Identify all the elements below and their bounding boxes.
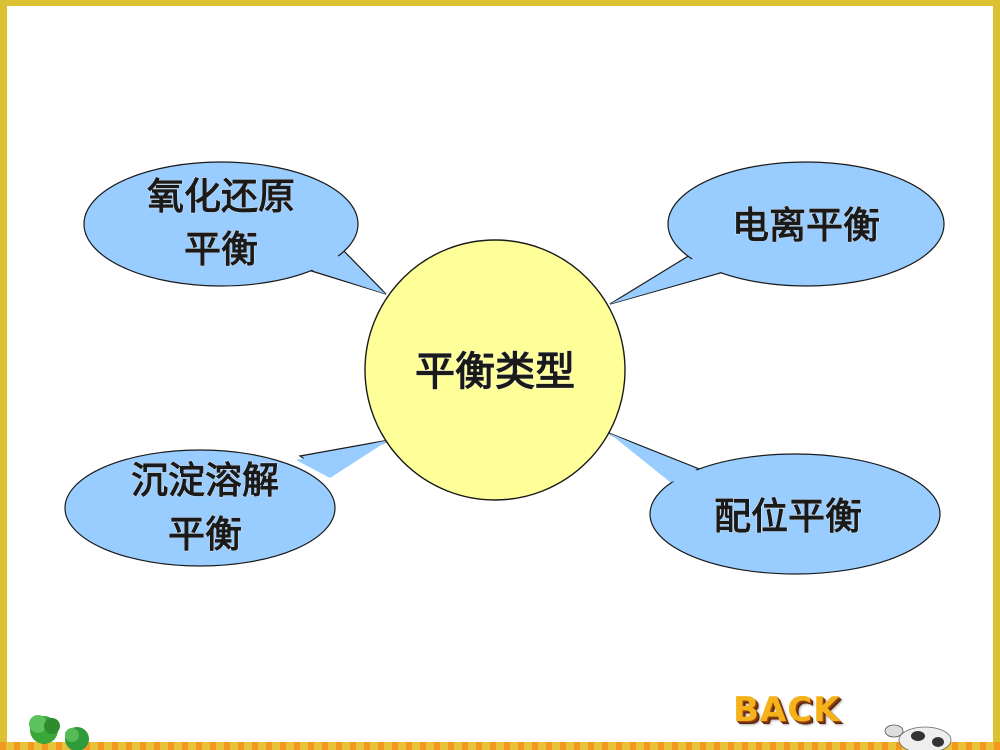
- slide-frame-right: [993, 0, 1000, 750]
- trees-decoration-icon: [29, 715, 89, 750]
- back-button[interactable]: BACK: [733, 690, 841, 730]
- branch-redox: 氧化还原 平衡: [83, 161, 387, 295]
- branch-coordination-label: 配位平衡: [714, 495, 862, 538]
- cow-decoration-icon: [884, 724, 952, 750]
- branch-ionization-label: 电离平衡: [732, 204, 880, 247]
- center-node: 平衡类型: [364, 239, 626, 501]
- branch-redox-line1: 氧化还原: [147, 175, 295, 218]
- center-node-label: 平衡类型: [415, 349, 575, 395]
- branch-precipitation-line1: 沉淀溶解: [131, 459, 279, 502]
- branch-coordination: 配位平衡: [608, 432, 941, 575]
- slide-frame-bottom: [0, 742, 1000, 750]
- branch-precipitation: 沉淀溶解 平衡: [64, 439, 390, 567]
- branch-ionization: 电离平衡: [609, 161, 945, 305]
- branch-precipitation-line2: 平衡: [168, 513, 242, 556]
- slide-frame-left: [0, 0, 7, 750]
- slide-frame-top: [0, 0, 1000, 6]
- branch-redox-line2: 平衡: [184, 228, 258, 271]
